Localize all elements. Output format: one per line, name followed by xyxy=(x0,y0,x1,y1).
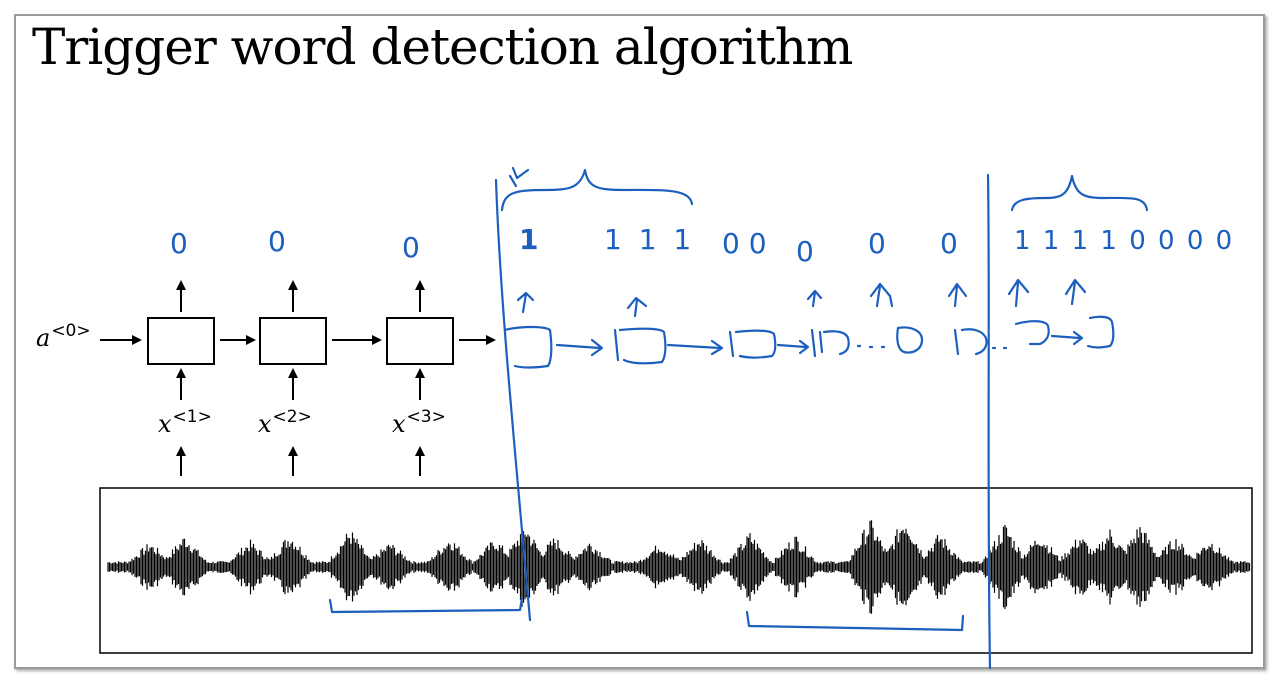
hand-dots-1 xyxy=(856,344,886,349)
initial-activation-label: a<0> xyxy=(36,321,91,352)
rnn-cell-1 xyxy=(147,317,215,365)
hand-arrow-5 xyxy=(947,282,968,308)
handwritten-annotations xyxy=(328,166,1149,670)
hand-cell-2 xyxy=(613,327,667,365)
hand-arrow-1 xyxy=(516,291,535,314)
brace-2 xyxy=(1010,174,1149,212)
input-label-3: x<3> xyxy=(392,407,446,438)
hand-arrow-h7 xyxy=(1050,330,1084,346)
brace-1 xyxy=(500,168,694,212)
hand-arrow-7 xyxy=(1064,278,1087,306)
hand-cell-7 xyxy=(1014,320,1050,346)
ink-first-trigger-ones: 1 1 1 xyxy=(604,223,696,256)
rnn-cell-3 xyxy=(386,317,454,365)
hand-arrow-h3 xyxy=(776,339,810,355)
audio-waveform xyxy=(107,520,1251,614)
underline-2 xyxy=(745,610,965,632)
trigger-line-1 xyxy=(494,178,532,622)
ink-second-trigger-labels: 1 1 1 1 0 0 0 0 xyxy=(1014,226,1235,256)
ink-zeros-4: 0 xyxy=(940,227,958,260)
hand-arrow-2 xyxy=(626,296,648,318)
hand-cell-6 xyxy=(953,328,988,356)
rnn-cell-2 xyxy=(259,317,327,365)
slide-frame xyxy=(14,14,1265,669)
waveform-trace xyxy=(107,520,1251,614)
trigger-line-2 xyxy=(986,173,992,670)
ink-first-trigger-label: 1 xyxy=(519,223,539,256)
hand-arrow-3 xyxy=(806,289,823,308)
hand-arrow-6 xyxy=(1007,278,1030,308)
hand-arrow-4 xyxy=(869,282,894,308)
input-label-2: x<2> xyxy=(258,407,312,438)
ink-zeros-1: 0 0 xyxy=(722,227,767,260)
hand-cell-1 xyxy=(503,325,553,369)
input-label-1: x<1> xyxy=(158,407,212,438)
output-label-1: 0 xyxy=(170,227,188,260)
hand-arrow-h1 xyxy=(555,338,604,357)
ink-zeros-3: 0 xyxy=(868,227,886,260)
ink-tick xyxy=(508,166,530,188)
output-label-2: 0 xyxy=(268,225,286,258)
hand-cell-4 xyxy=(810,328,850,358)
hand-cell-3 xyxy=(728,329,777,359)
hand-cell-5 xyxy=(896,326,924,354)
output-label-3: 0 xyxy=(402,231,420,264)
hand-arrow-h2 xyxy=(666,339,724,356)
hand-cell-8 xyxy=(1086,315,1115,349)
slide-title: Trigger word detection algorithm xyxy=(32,18,853,76)
underline-1 xyxy=(328,596,524,614)
ink-zeros-2: 0 xyxy=(796,235,814,268)
